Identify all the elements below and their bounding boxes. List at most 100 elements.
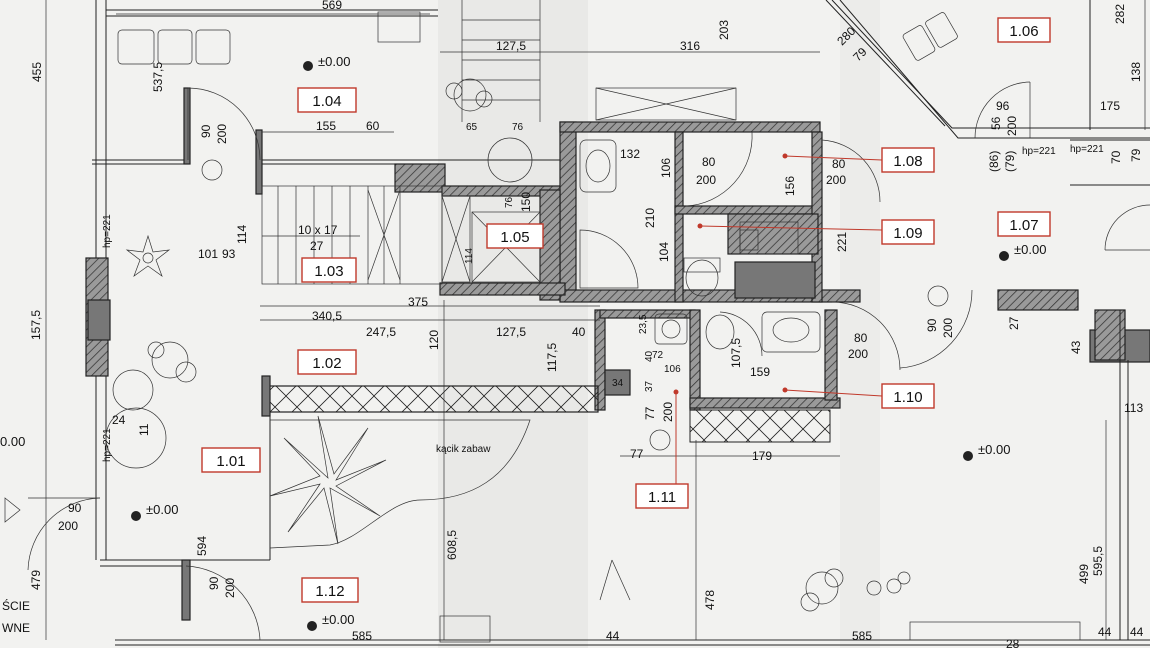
svg-text:77: 77 (630, 447, 644, 461)
entrance-label: ŚCIE (2, 598, 30, 613)
svg-text:±0.00: ±0.00 (978, 442, 1010, 457)
room-label-1-04[interactable]: 1.04 (297, 87, 357, 113)
level-marker: ±0.00 (303, 54, 350, 71)
svg-text:77: 77 (643, 406, 657, 420)
svg-text:537,5: 537,5 (151, 62, 165, 92)
svg-text:hp=221: hp=221 (1022, 146, 1056, 157)
room-label-1-10[interactable]: 1.10 (881, 383, 935, 409)
svg-text:156: 156 (783, 176, 797, 196)
svg-text:44: 44 (1098, 625, 1112, 639)
room-label-1-07[interactable]: 1.07 (997, 211, 1051, 237)
svg-text:76: 76 (512, 122, 524, 133)
room-label-1-11[interactable]: 1.11 (635, 483, 689, 509)
level-marker: ±0.00 (963, 442, 1010, 461)
svg-text:203: 203 (717, 20, 731, 40)
svg-text:96: 96 (996, 99, 1010, 113)
svg-text:117,5: 117,5 (545, 343, 559, 372)
svg-text:80: 80 (854, 331, 868, 345)
svg-text:±0.00: ±0.00 (322, 612, 354, 627)
svg-text:11: 11 (137, 423, 151, 436)
room-label-1-03[interactable]: 1.03 (301, 257, 357, 283)
room-number: 1.03 (314, 263, 343, 280)
svg-text:585: 585 (852, 629, 872, 643)
svg-text:247,5: 247,5 (366, 325, 396, 339)
svg-text:44: 44 (606, 629, 620, 643)
svg-text:155: 155 (316, 119, 336, 133)
svg-text:479: 479 (29, 570, 43, 590)
svg-text:106: 106 (659, 158, 673, 178)
svg-text:200: 200 (661, 402, 675, 422)
svg-text:93: 93 (222, 247, 236, 261)
svg-text:127,5: 127,5 (496, 39, 526, 53)
level-label: 0.00 (0, 434, 25, 449)
svg-text:200: 200 (215, 124, 229, 144)
room-label-1-05[interactable]: 1.05 (486, 223, 544, 249)
furniture (105, 11, 1150, 643)
room-label-1-02[interactable]: 1.02 (297, 349, 357, 375)
svg-text:200: 200 (941, 318, 955, 338)
svg-text:106: 106 (664, 364, 681, 375)
room-label-1-01[interactable]: 1.01 (201, 447, 261, 473)
svg-text:90: 90 (199, 124, 213, 138)
svg-text:608,5: 608,5 (445, 530, 459, 560)
room-number: 1.05 (500, 229, 529, 246)
svg-text:60: 60 (366, 119, 380, 133)
room-label-1-08[interactable]: 1.08 (881, 147, 935, 173)
leader-lines (673, 153, 883, 484)
svg-text:200: 200 (848, 347, 868, 361)
svg-text:hp=221: hp=221 (1070, 144, 1104, 155)
level-marker: ±0.00 (999, 242, 1046, 261)
walls (85, 0, 1150, 646)
svg-text:132: 132 (620, 147, 640, 161)
svg-text:65: 65 (466, 122, 478, 133)
room-number: 1.11 (648, 489, 676, 506)
svg-text:56: 56 (989, 116, 1003, 130)
svg-text:90: 90 (925, 318, 939, 332)
svg-text:595,5: 595,5 (1091, 546, 1105, 576)
svg-text:478: 478 (703, 590, 717, 610)
room-label-1-06[interactable]: 1.06 (997, 17, 1051, 43)
svg-text:79: 79 (1129, 148, 1143, 162)
entrance-label: WNE (2, 621, 30, 635)
svg-text:hp=221: hp=221 (102, 428, 113, 462)
svg-text:±0.00: ±0.00 (318, 54, 350, 69)
svg-text:200: 200 (1005, 116, 1019, 136)
svg-text:179: 179 (752, 449, 772, 463)
room-label-1-12[interactable]: 1.12 (301, 577, 359, 603)
svg-text:40: 40 (644, 350, 655, 362)
svg-text:594: 594 (195, 536, 209, 556)
svg-text:±0.00: ±0.00 (146, 502, 178, 517)
svg-text:101: 101 (198, 247, 218, 261)
svg-text:375: 375 (408, 295, 428, 309)
svg-text:24: 24 (112, 413, 126, 427)
svg-text:72: 72 (652, 350, 664, 361)
room-number: 1.08 (893, 153, 922, 170)
svg-text:90: 90 (207, 576, 221, 590)
svg-text:10 x 17: 10 x 17 (298, 223, 338, 237)
svg-text:200: 200 (223, 578, 237, 598)
room-number: 1.07 (1009, 217, 1038, 234)
svg-text:104: 104 (657, 242, 671, 262)
paper-fold-shade (438, 0, 588, 648)
svg-text:200: 200 (696, 173, 716, 187)
svg-text:43: 43 (1069, 340, 1083, 354)
svg-text:80: 80 (832, 157, 846, 171)
svg-text:455: 455 (30, 62, 44, 82)
svg-text:107,5: 107,5 (729, 338, 743, 368)
svg-text:(79): (79) (1003, 151, 1017, 172)
svg-text:157,5: 157,5 (29, 310, 43, 340)
svg-text:80: 80 (702, 155, 716, 169)
svg-text:27: 27 (310, 239, 324, 253)
svg-text:316: 316 (680, 39, 700, 53)
svg-text:221: 221 (835, 232, 849, 252)
room-number: 1.06 (1009, 23, 1038, 40)
svg-text:(86): (86) (987, 151, 1001, 172)
svg-text:70: 70 (1109, 150, 1123, 164)
svg-text:113: 113 (1124, 401, 1143, 415)
svg-text:340,5: 340,5 (312, 309, 342, 323)
level-marker: ±0.00 (307, 612, 354, 631)
room-number: 1.04 (312, 93, 341, 110)
room-label-1-09[interactable]: 1.09 (881, 219, 935, 245)
svg-text:44: 44 (1130, 625, 1144, 639)
